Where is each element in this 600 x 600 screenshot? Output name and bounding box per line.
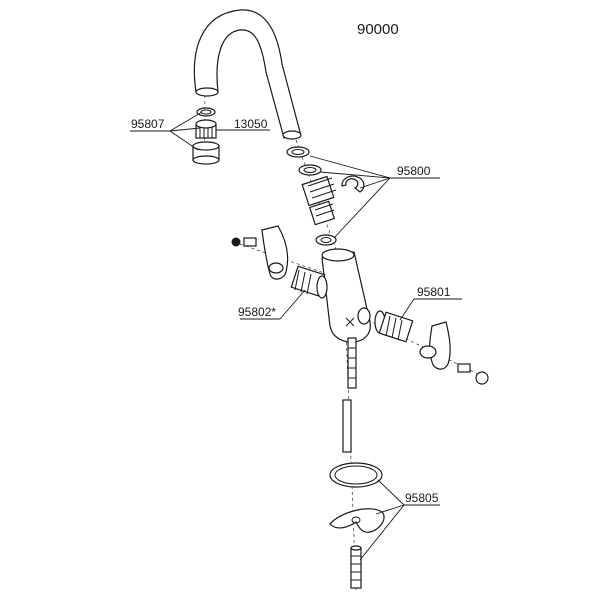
horseshoe-washer <box>329 508 385 533</box>
label-95800: 95800 <box>397 164 431 178</box>
label-13050: 13050 <box>234 117 268 131</box>
label-95807: 95807 <box>131 117 165 131</box>
diagram-title: 90000 <box>357 21 399 38</box>
left-cartridge <box>290 265 328 299</box>
spout <box>193 9 302 140</box>
base-gasket <box>329 462 383 488</box>
leader-lines <box>130 111 462 561</box>
faucet-body <box>321 248 371 343</box>
label-95801: 95801 <box>417 285 451 299</box>
label-95802: 95802* <box>238 305 276 319</box>
label-95805: 95805 <box>405 491 439 505</box>
right-handle <box>419 321 489 385</box>
spout-seal-stack <box>286 146 365 246</box>
right-cartridge <box>374 310 414 343</box>
threaded-stud <box>350 545 362 589</box>
aerator-stack <box>192 107 220 165</box>
left-handle <box>231 225 289 280</box>
mounting-rods <box>342 337 357 453</box>
